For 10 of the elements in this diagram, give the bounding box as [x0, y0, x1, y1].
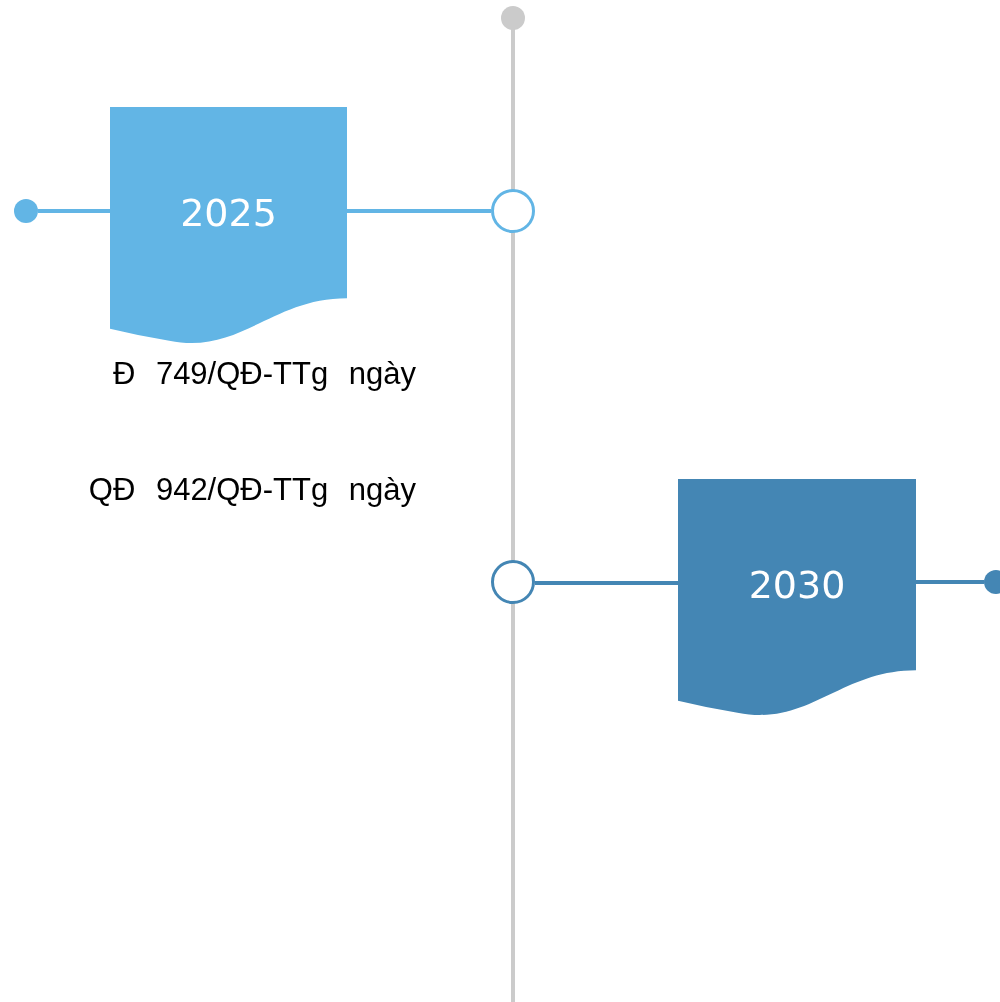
decision-text: Đ 749/QĐ-TTg ngày: [112, 355, 416, 393]
decision-text: QĐ 942/QĐ-TTg ngày: [88, 471, 416, 509]
connector-line: [38, 209, 110, 213]
year-label: 2030: [748, 562, 846, 609]
connector-line: [347, 209, 491, 213]
timeline-marker: [491, 189, 535, 233]
connector-line: [535, 581, 678, 585]
timeline-marker: [491, 560, 535, 604]
connector-line: [916, 580, 984, 584]
year-label: 2025: [180, 190, 277, 237]
